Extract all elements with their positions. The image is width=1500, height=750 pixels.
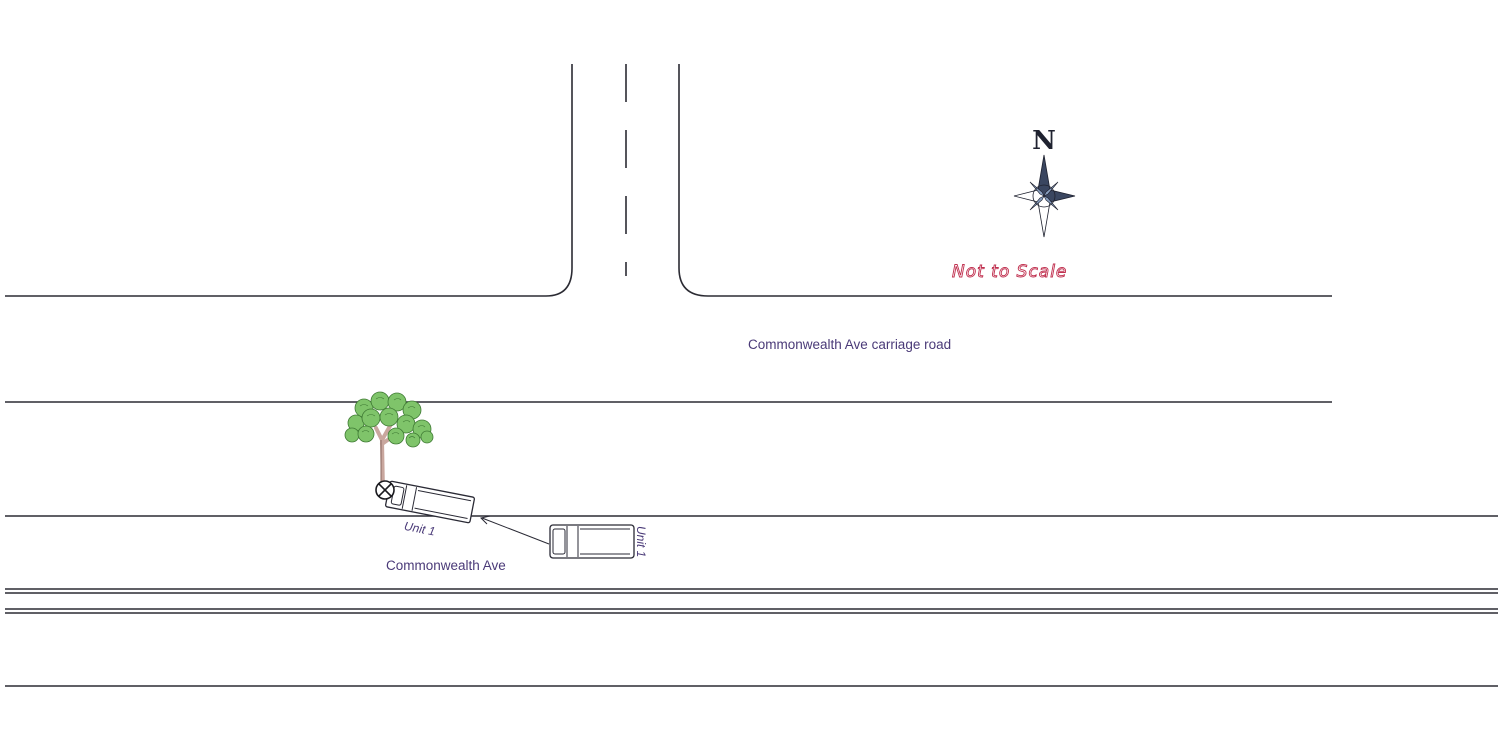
unit-1-final-label: Unit 1 [403, 519, 436, 539]
scale-note: Not to Scale [952, 262, 1067, 282]
vehicle-unit-1-initial [549, 524, 635, 559]
compass-north-label: N [1032, 126, 1056, 156]
side-street [5, 64, 1332, 297]
impact-marker-icon [375, 480, 395, 500]
side-street-west-curb [5, 64, 573, 297]
carriage-road-label: Commonwealth Ave carriage road [748, 337, 951, 352]
direction-arrow-icon [480, 515, 550, 545]
main-road-label: Commonwealth Ave [386, 558, 506, 573]
compass-rose-icon: N [1013, 126, 1076, 238]
main-road [5, 515, 1498, 687]
unit-1-initial-label: Unit 1 [634, 526, 648, 557]
side-street-east-curb [678, 64, 1332, 297]
tree-icon [344, 391, 434, 494]
